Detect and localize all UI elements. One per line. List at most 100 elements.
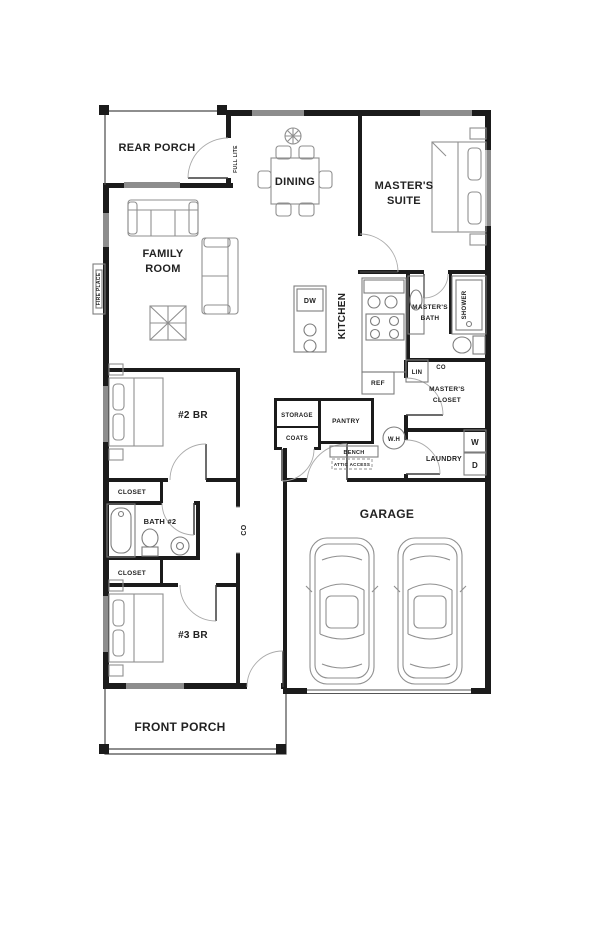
bath2-toilet — [141, 528, 159, 557]
bath2-door — [161, 502, 195, 536]
car-right — [393, 537, 467, 685]
refrigerator — [361, 371, 395, 395]
sofa — [127, 199, 199, 237]
sink-bowl — [367, 295, 381, 309]
laundry-door — [405, 439, 441, 475]
bench-seat — [329, 445, 379, 458]
doors — [161, 137, 449, 688]
porch-post — [276, 744, 286, 754]
coats-door — [281, 448, 315, 482]
coats-label: COATS — [286, 436, 308, 442]
window-masters-suite-right — [484, 150, 492, 226]
linen-cabinet — [405, 359, 429, 383]
master-bed — [431, 127, 487, 246]
washer-box — [463, 429, 487, 453]
laundry-label: LAUNDRY — [426, 456, 462, 463]
fireplace — [92, 263, 106, 315]
masters-suite-label-1: MASTER'S — [375, 180, 434, 192]
garage-entry-door — [306, 443, 348, 481]
linen-label: LIN — [412, 370, 423, 376]
nightstand — [469, 127, 487, 140]
storage-label: STORAGE — [281, 413, 313, 419]
dryer-box — [463, 452, 487, 476]
masters-bath-label-1: MASTER'S — [412, 304, 448, 311]
porch-post — [99, 744, 109, 754]
window-bedroom2 — [102, 386, 110, 442]
bedroom2-bed — [108, 363, 164, 461]
nightstand — [108, 579, 124, 592]
rear-door — [187, 137, 229, 179]
nightstand — [469, 233, 487, 246]
front-door — [246, 650, 284, 688]
masters-closet-label-1: MASTER'S — [429, 386, 465, 393]
stove — [365, 313, 405, 341]
window-masters-suite-top — [420, 109, 472, 117]
masters-suite-door — [359, 233, 399, 273]
bath2-label: BATH #2 — [144, 517, 177, 526]
front-porch-edge — [104, 689, 287, 755]
garage-label: GARAGE — [360, 507, 414, 521]
attic-access-panel — [331, 458, 373, 470]
water-heater-label: W.H — [388, 437, 400, 443]
coffee-table-plant — [149, 305, 187, 341]
water-heater — [382, 426, 406, 450]
window-rear-wall — [124, 182, 180, 189]
fireplace-label: FIRE PLACE — [96, 272, 102, 305]
masters-bath-vanity — [407, 275, 425, 335]
loveseat — [201, 237, 239, 315]
family-room-label-2: ROOM — [145, 263, 180, 275]
nightstand — [108, 363, 124, 376]
masters-closet-label-2: CLOSET — [433, 397, 461, 404]
rear-porch-label: REAR PORCH — [119, 142, 196, 154]
nightstand — [108, 448, 124, 461]
bedroom2-label: #2 BR — [178, 410, 208, 421]
bath2-sink — [170, 536, 190, 556]
garage-door — [307, 689, 471, 694]
closet-upper-label: CLOSET — [118, 489, 146, 496]
bedroom3-door — [179, 584, 217, 622]
co-hall-label: CO — [241, 524, 248, 535]
window-bedroom3-bottom — [126, 682, 184, 690]
window-family-room — [102, 213, 110, 247]
masters-toilet — [452, 335, 486, 355]
porch-post — [217, 105, 227, 115]
shower-drain — [465, 320, 473, 328]
shower-stall — [451, 275, 487, 335]
masters-suite-label-2: SUITE — [387, 195, 421, 207]
bedroom3-label: #3 BR — [178, 630, 208, 641]
shower-label: SHOWER — [462, 290, 468, 319]
front-porch-label: FRONT PORCH — [134, 720, 225, 734]
dining-table — [257, 127, 333, 217]
window-bedroom3 — [102, 596, 110, 652]
bedroom2-door — [169, 443, 207, 481]
co-closet-label: CO — [436, 365, 446, 371]
labels: REAR PORCH DINING MASTER'S SUITE FAMILY … — [96, 142, 479, 734]
porch-post — [99, 105, 109, 115]
furniture — [92, 127, 487, 685]
sink-bowl — [384, 295, 398, 309]
attic-access-label: ATTIC ACCESS — [334, 462, 370, 467]
washer-label: W — [471, 438, 479, 447]
masters-closet-door — [405, 377, 444, 416]
full-lite-label: FULL LITE — [233, 145, 239, 173]
nightstand — [108, 664, 124, 677]
kitchen-label: KITCHEN — [337, 293, 348, 340]
masters-bath-door — [423, 273, 449, 299]
car-left — [305, 537, 379, 685]
porch-outlines — [99, 105, 471, 755]
family-room-label-1: FAMILY — [142, 248, 183, 260]
window-dining — [252, 109, 304, 117]
kitchen-counter — [361, 277, 407, 373]
closet-lower-label: CLOSET — [118, 570, 146, 577]
refrigerator-label: REF — [371, 380, 385, 387]
vanity-sink — [409, 289, 423, 311]
kitchen-island — [293, 285, 327, 353]
bench-label: BENCH — [343, 450, 364, 456]
dishwasher-label: DW — [304, 298, 316, 305]
windows — [102, 109, 492, 690]
masters-bath-label-2: BATH — [421, 315, 440, 322]
bathtub — [106, 503, 136, 558]
dining-label: DINING — [275, 176, 315, 188]
